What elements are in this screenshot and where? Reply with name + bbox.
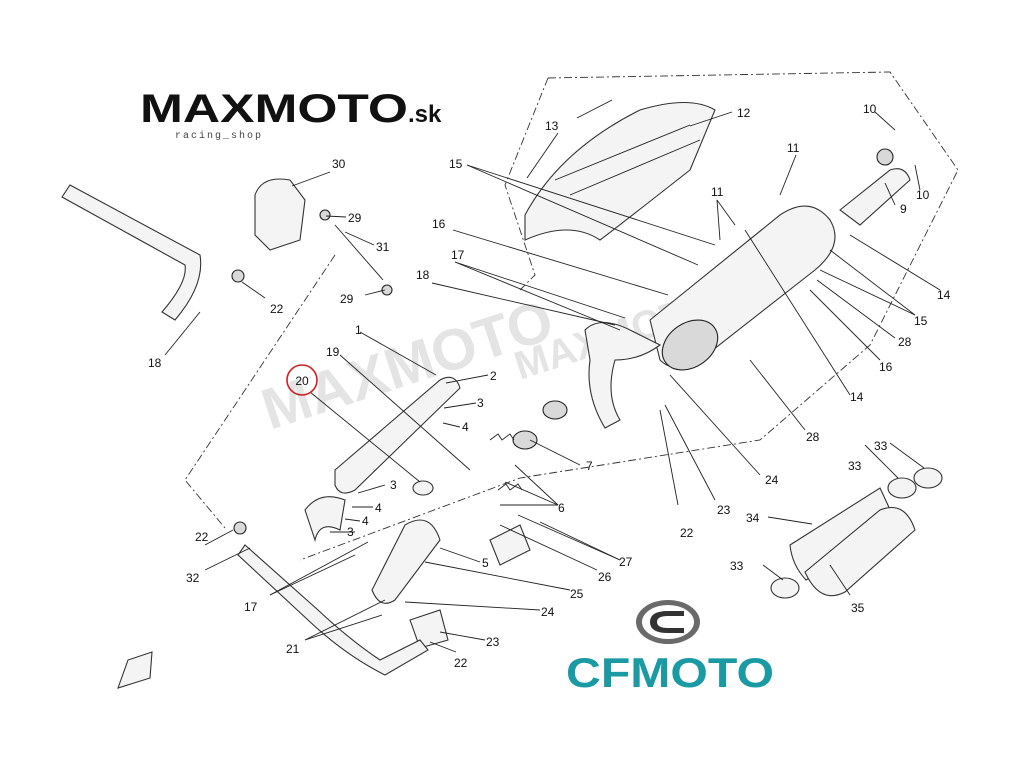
callout-9: 9	[900, 202, 907, 216]
callout-15b: 15	[914, 314, 928, 328]
lower-pipe-part	[371, 519, 441, 604]
callout-13: 13	[545, 119, 559, 133]
gasket-19	[412, 480, 434, 496]
callout-16a: 16	[432, 217, 446, 231]
callout-23b: 23	[486, 635, 500, 649]
gasket-7b	[542, 400, 568, 420]
callout-17a: 17	[451, 248, 465, 262]
callout-3b: 3	[390, 478, 397, 492]
callout-4c: 4	[362, 514, 369, 528]
callout-29a: 29	[348, 211, 362, 225]
header-pipe-part	[334, 376, 461, 494]
callout-33b: 33	[874, 439, 888, 453]
spring-6	[489, 433, 523, 491]
callout-4b: 4	[375, 501, 382, 515]
callout-20: 20	[295, 374, 309, 388]
callout-24b: 24	[541, 605, 555, 619]
callout-19: 19	[326, 345, 340, 359]
callout-18a: 18	[416, 268, 430, 282]
callout-17b: 17	[244, 600, 258, 614]
clamp-33c	[770, 577, 800, 599]
clamp-29-bottom	[381, 284, 393, 296]
callout-labels: 1 2 3 3 3 4 4 4 5 6 7 9 10 10 11 11 12 1…	[148, 102, 951, 670]
maxmoto-logo-text: MAXMOTO	[140, 87, 408, 131]
bracket-26	[489, 524, 531, 566]
heat-shield-part	[524, 102, 716, 241]
heat-shield-ribs	[554, 124, 701, 196]
callout-22b: 22	[195, 530, 209, 544]
callout-31: 31	[376, 240, 390, 254]
cfmoto-logo: CFMOTO	[566, 600, 774, 696]
assembly-boundary	[299, 71, 959, 561]
callout-21: 21	[286, 642, 300, 656]
hose-31	[334, 224, 384, 281]
callout-10b: 10	[916, 188, 930, 202]
callout-32: 32	[186, 571, 200, 585]
callout-25: 25	[570, 587, 584, 601]
pipe-18	[61, 184, 202, 321]
maxmoto-logo: MAXMOTO .sk racing_shop	[140, 87, 442, 142]
callout-1: 1	[355, 323, 362, 337]
callout-30: 30	[332, 157, 346, 171]
leader-lines	[164, 99, 941, 653]
callout-28a: 28	[806, 430, 820, 444]
maxmoto-logo-suffix: .sk	[408, 101, 442, 128]
callout-27: 27	[619, 555, 633, 569]
clamp-10	[876, 148, 894, 166]
callout-4a: 4	[462, 420, 469, 434]
maxmoto-logo-tagline: racing_shop	[175, 130, 263, 142]
callout-33c: 33	[730, 559, 744, 573]
callout-11a: 11	[787, 141, 800, 155]
cfmoto-logo-text: CFMOTO	[566, 649, 774, 696]
clamp-22-top	[231, 269, 245, 283]
callout-22c: 22	[454, 656, 468, 670]
assembly-boundary-2	[504, 77, 549, 291]
callout-28b: 28	[898, 335, 912, 349]
gasket-7	[512, 430, 538, 450]
hose-32	[237, 544, 429, 676]
callout-34: 34	[746, 511, 760, 525]
callout-35: 35	[851, 601, 865, 615]
cfmoto-emblem-icon	[636, 600, 700, 644]
bracket-23	[409, 609, 449, 649]
callout-2: 2	[490, 369, 497, 383]
callout-33a: 33	[848, 459, 862, 473]
callout-14a: 14	[937, 288, 951, 302]
clamp-33b	[913, 467, 943, 489]
callout-22a: 22	[270, 302, 284, 316]
highlight-circle	[286, 364, 318, 396]
clamp-29-top	[319, 209, 331, 221]
tube-35	[804, 506, 916, 597]
callout-22d: 22	[680, 526, 694, 540]
callout-26: 26	[598, 570, 612, 584]
callout-5: 5	[482, 556, 489, 570]
callout-15a: 15	[449, 157, 463, 171]
callout-11b: 11	[711, 185, 724, 199]
canister-30	[254, 178, 306, 251]
callout-14b: 14	[850, 390, 864, 404]
callout-29b: 29	[340, 292, 354, 306]
callout-3c: 3	[347, 525, 354, 539]
tailpipe-part	[839, 168, 911, 226]
front-arrow-icon	[117, 651, 153, 689]
muffler-inlet	[661, 319, 719, 371]
callout-16b: 16	[879, 360, 893, 374]
callout-6: 6	[558, 501, 565, 515]
callout-23a: 23	[717, 503, 731, 517]
clamp-33a	[887, 477, 917, 499]
callout-24a: 24	[765, 473, 779, 487]
clamp-22-left	[233, 521, 247, 535]
callout-18b: 18	[148, 356, 162, 370]
mid-pipe-part	[584, 321, 662, 429]
callout-3a: 3	[477, 396, 484, 410]
callout-12: 12	[737, 106, 751, 120]
callout-10a: 10	[863, 102, 877, 116]
callout-7: 7	[586, 459, 593, 473]
flange-part	[304, 496, 346, 542]
